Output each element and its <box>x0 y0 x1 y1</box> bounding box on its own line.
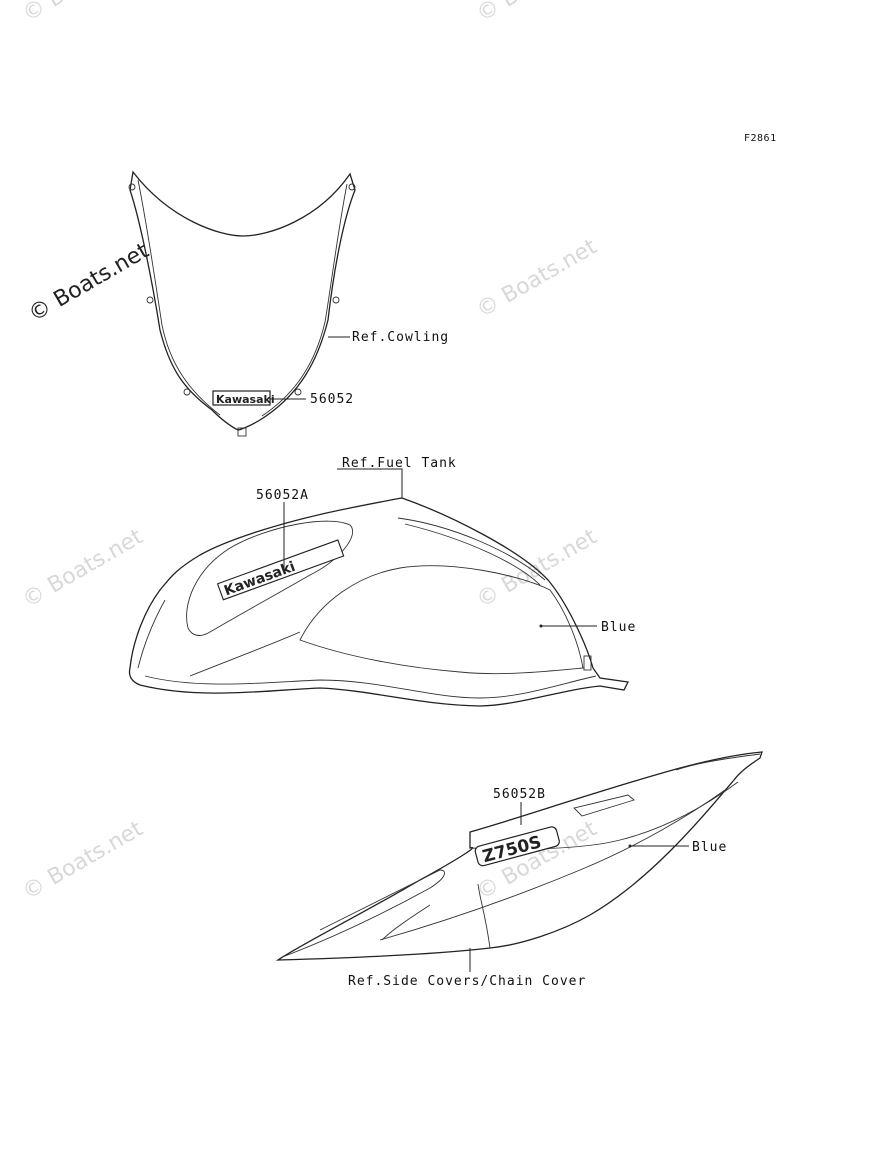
label-part-56052a: 56052A <box>256 488 309 503</box>
watermarks: © Boats.net © Boats.net © Boats.net © Bo… <box>19 0 602 905</box>
watermark: © Boats.net <box>473 524 602 613</box>
label-part-56052: 56052 <box>310 392 354 407</box>
label-blue-tank: Blue <box>601 620 636 635</box>
watermark: © Boats.net <box>473 234 602 323</box>
leader-line <box>337 468 403 498</box>
windshield-drawing: Kawasaki <box>128 170 356 437</box>
label-blue-side: Blue <box>692 840 727 855</box>
watermark: © Boats.net <box>19 816 148 905</box>
fuel-tank-drawing: Kawasaki <box>128 497 629 707</box>
label-ref-fuel-tank: Ref.Fuel Tank <box>342 456 457 471</box>
watermark: © Boats.net <box>19 0 148 27</box>
label-ref-side-covers: Ref.Side Covers/Chain Cover <box>348 974 586 989</box>
windshield-decal-text: Kawasaki <box>216 393 275 406</box>
watermark: © Boats.net <box>19 524 148 613</box>
label-part-56052b: 56052B <box>493 787 546 802</box>
watermark: © Boats.net <box>473 0 602 27</box>
label-ref-cowling: Ref.Cowling <box>352 330 449 345</box>
figure-code: F2861 <box>744 133 777 144</box>
side-cover-drawing: Z750S <box>275 751 763 961</box>
watermark-dark: © Boats.net <box>25 238 154 327</box>
